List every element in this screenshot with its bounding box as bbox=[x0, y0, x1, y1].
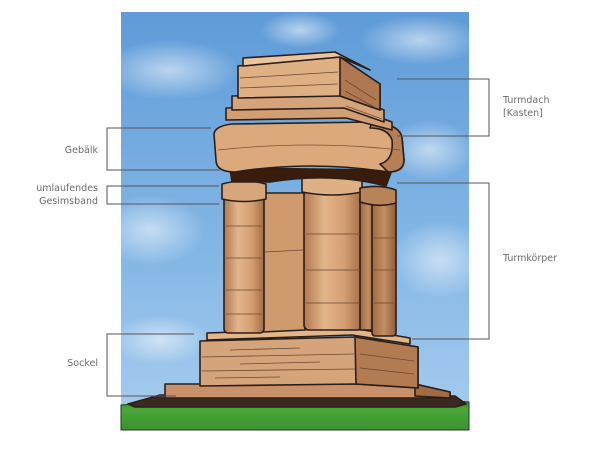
label-sockel: Sockel bbox=[67, 358, 98, 369]
leader-gebaelk bbox=[106, 127, 220, 171]
entablature-shadow bbox=[229, 167, 393, 187]
gesimsband-left bbox=[221, 180, 267, 203]
label-gebaelk: Gebälk bbox=[64, 145, 98, 156]
label-gesimsband: umlaufendes Gesimsband bbox=[36, 182, 98, 208]
column-front bbox=[303, 189, 363, 331]
leader-gesimsband bbox=[106, 185, 219, 205]
leader-lines bbox=[106, 78, 490, 397]
back-shaft bbox=[261, 192, 306, 333]
label-gesimsband-line2: Gesimsband bbox=[39, 196, 98, 207]
label-turmkoerper: Turmkörper bbox=[503, 253, 558, 264]
label-turmdach-line1: Turmdach bbox=[503, 95, 550, 106]
column-right bbox=[371, 199, 397, 337]
roof-top bbox=[242, 51, 371, 71]
tower bbox=[127, 51, 467, 408]
label-gesimsband-line1: umlaufendes bbox=[36, 183, 98, 194]
gebaelk bbox=[213, 121, 405, 173]
clouds bbox=[95, 12, 490, 365]
label-turmdach: Turmdach [Kasten] bbox=[503, 94, 549, 120]
leader-sockel bbox=[106, 333, 194, 397]
leader-turmkoerper bbox=[397, 182, 490, 340]
column-left bbox=[223, 195, 265, 334]
leader-turmdach bbox=[397, 78, 490, 137]
gesimsband-right bbox=[359, 185, 397, 207]
label-turmdach-line2: [Kasten] bbox=[503, 108, 543, 119]
